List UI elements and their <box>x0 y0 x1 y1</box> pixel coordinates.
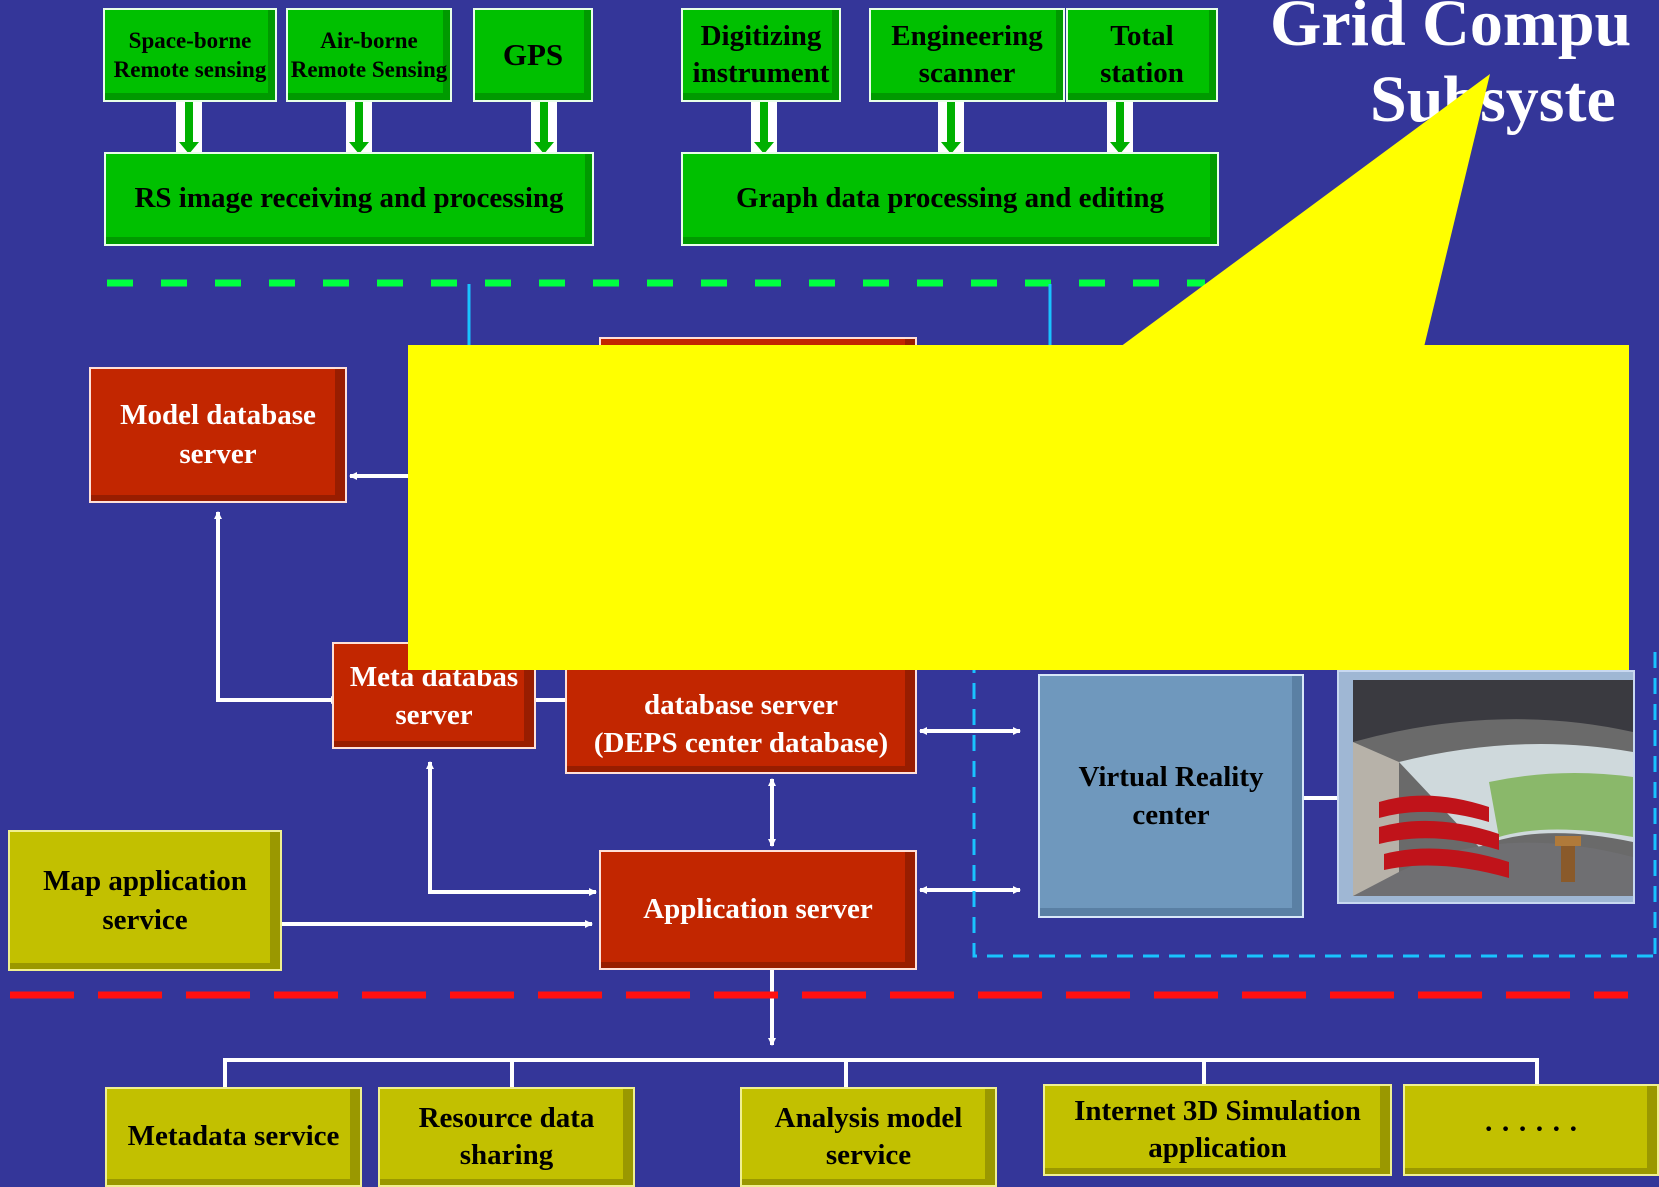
resource-data-sharing: Resource data sharing <box>378 1087 635 1187</box>
spaceborne-rs-box: Space-borne Remote sensing <box>103 8 277 102</box>
vr-center-label: Virtual Reality center <box>1078 761 1264 831</box>
application-server-label: Application server <box>643 893 873 926</box>
digitizing-instrument-box: Digitizing instrument <box>681 8 841 102</box>
internet-3d-simulation: Internet 3D Simulation application <box>1043 1084 1392 1176</box>
theater-illustration <box>1339 672 1633 902</box>
title-line-2: Subsyste <box>1370 63 1616 136</box>
rs-processing-box: RS image receiving and processing <box>104 152 594 246</box>
subsystem-title: Grid Compu Subsyste <box>1270 0 1631 138</box>
title-line-1: Grid Compu <box>1270 0 1632 60</box>
metadata-service-label: Metadata service <box>127 1120 340 1153</box>
map-application-label: Map application service <box>43 864 247 936</box>
more-services: · · · · · · <box>1403 1084 1659 1176</box>
yellow-overlay-rect <box>408 345 1629 670</box>
airborne-rs-label: Air-borne Remote Sensing <box>290 28 448 82</box>
resource-data-label: Resource data sharing <box>418 1102 595 1171</box>
model-database-server: Model database server <box>89 367 347 503</box>
graph-processing-label: Graph data processing and editing <box>735 182 1165 215</box>
metadata-service: Metadata service <box>105 1087 362 1187</box>
model-database-label: Model database server <box>120 399 316 470</box>
acquisition-down-arrows <box>176 92 1133 162</box>
center-database-label-1: database server <box>643 689 839 721</box>
application-server: Application server <box>599 850 917 970</box>
engineering-scanner-box: Engineering scanner <box>869 8 1065 102</box>
virtual-reality-center: Virtual Reality center <box>1038 674 1304 918</box>
vr-frame <box>972 652 1659 958</box>
internet-3d-label: Internet 3D Simulation application <box>1074 1095 1361 1164</box>
more-services-label: · · · · · · <box>1483 1113 1579 1146</box>
vr-theater-photo <box>1337 670 1635 904</box>
gps-box: GPS <box>473 8 593 102</box>
spaceborne-rs-label: Space-borne Remote sensing <box>113 28 267 82</box>
engineering-scanner-label: Engineering scanner <box>891 20 1043 89</box>
digitizing-instrument-label: Digitizing instrument <box>692 20 830 89</box>
airborne-rs-box: Air-borne Remote Sensing <box>286 8 452 102</box>
total-station-label: Total station <box>1100 20 1184 89</box>
graph-processing-box: Graph data processing and editing <box>681 152 1219 246</box>
analysis-model-label: Analysis model service <box>774 1102 963 1171</box>
gps-label: GPS <box>502 37 564 73</box>
analysis-model-service: Analysis model service <box>740 1087 997 1187</box>
center-database-label-2: (DEPS center database) <box>593 727 889 759</box>
rs-processing-label: RS image receiving and processing <box>134 182 564 215</box>
map-application-service: Map application service <box>8 830 282 971</box>
total-station-box: Total station <box>1066 8 1218 102</box>
